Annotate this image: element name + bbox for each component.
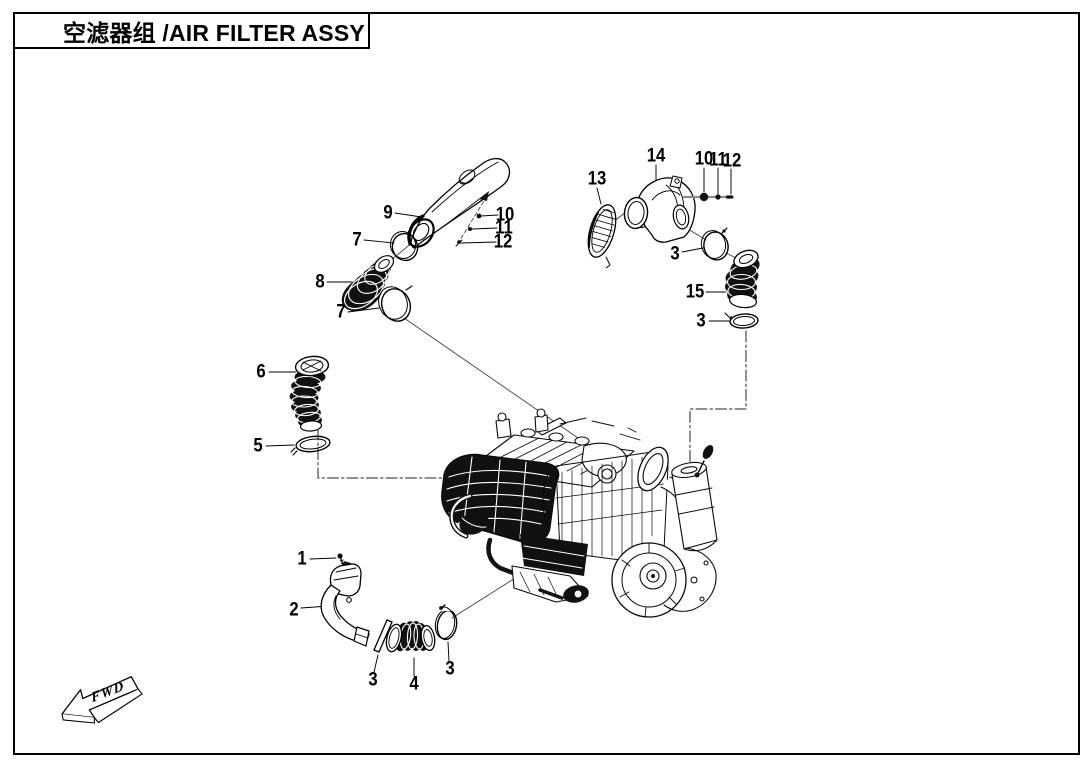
fasteners-right-group: [682, 192, 735, 202]
clamp-3-band: [373, 619, 393, 653]
part-8-corrugated-cone: [341, 255, 395, 312]
page-title: 空滤器组 /AIR FILTER ASSY: [63, 19, 365, 46]
callout-10-left: 10: [495, 204, 515, 226]
callout-14: 14: [646, 145, 666, 167]
callout-13: 13: [587, 168, 607, 190]
part-6-corrugated-duct: [289, 355, 330, 432]
callout-8: 8: [315, 271, 325, 293]
clamp-3-upper: [700, 227, 729, 261]
centerline-3-to-engine: [689, 330, 747, 467]
part-15-corrugated-elbow: [725, 249, 760, 309]
callout-4: 4: [409, 673, 419, 695]
callout-11-left: 11: [495, 217, 513, 239]
title-block: 空滤器组 /AIR FILTER ASSY: [13, 12, 370, 49]
fwd-arrow: [61, 676, 143, 724]
callout-12-left: 12: [493, 231, 513, 253]
page-border: [13, 12, 1080, 755]
callout-5: 5: [253, 435, 263, 457]
clamp-5: [290, 435, 331, 456]
part-4-corrugated-elbow: [385, 621, 436, 653]
callout-11-right: 11: [709, 149, 727, 171]
callout-3-lower-ring: 3: [445, 658, 455, 680]
callout-3-upper-right: 3: [670, 243, 680, 265]
callout-6: 6: [256, 361, 266, 383]
clamp-7-lower: [378, 285, 413, 322]
callout-10-right: 10: [694, 148, 714, 170]
part-13-grille: [587, 204, 617, 269]
callout-12-right: 12: [722, 150, 742, 172]
callout-15: 15: [685, 281, 705, 303]
callout-2: 2: [289, 599, 299, 621]
centerline-5-to-engine: [317, 428, 493, 479]
fasteners-left-group: [455, 213, 482, 247]
callout-1: 1: [297, 548, 307, 570]
clamp-7-upper: [389, 231, 419, 262]
clamp-3-ring: [434, 604, 458, 641]
part-2-intake-duct: [320, 561, 370, 647]
callout-3-mid-right: 3: [696, 310, 706, 332]
callout-3-hose-band: 3: [368, 669, 378, 691]
callout-7-lower: 7: [336, 301, 346, 323]
engine-assembly: [441, 408, 718, 618]
callout-9: 9: [383, 202, 393, 224]
part-9-intake-tube: [407, 157, 511, 249]
clamp-3-mid: [724, 312, 759, 329]
callout-7-upper: 7: [352, 229, 362, 251]
part-14-elbow-duct: [623, 175, 696, 243]
